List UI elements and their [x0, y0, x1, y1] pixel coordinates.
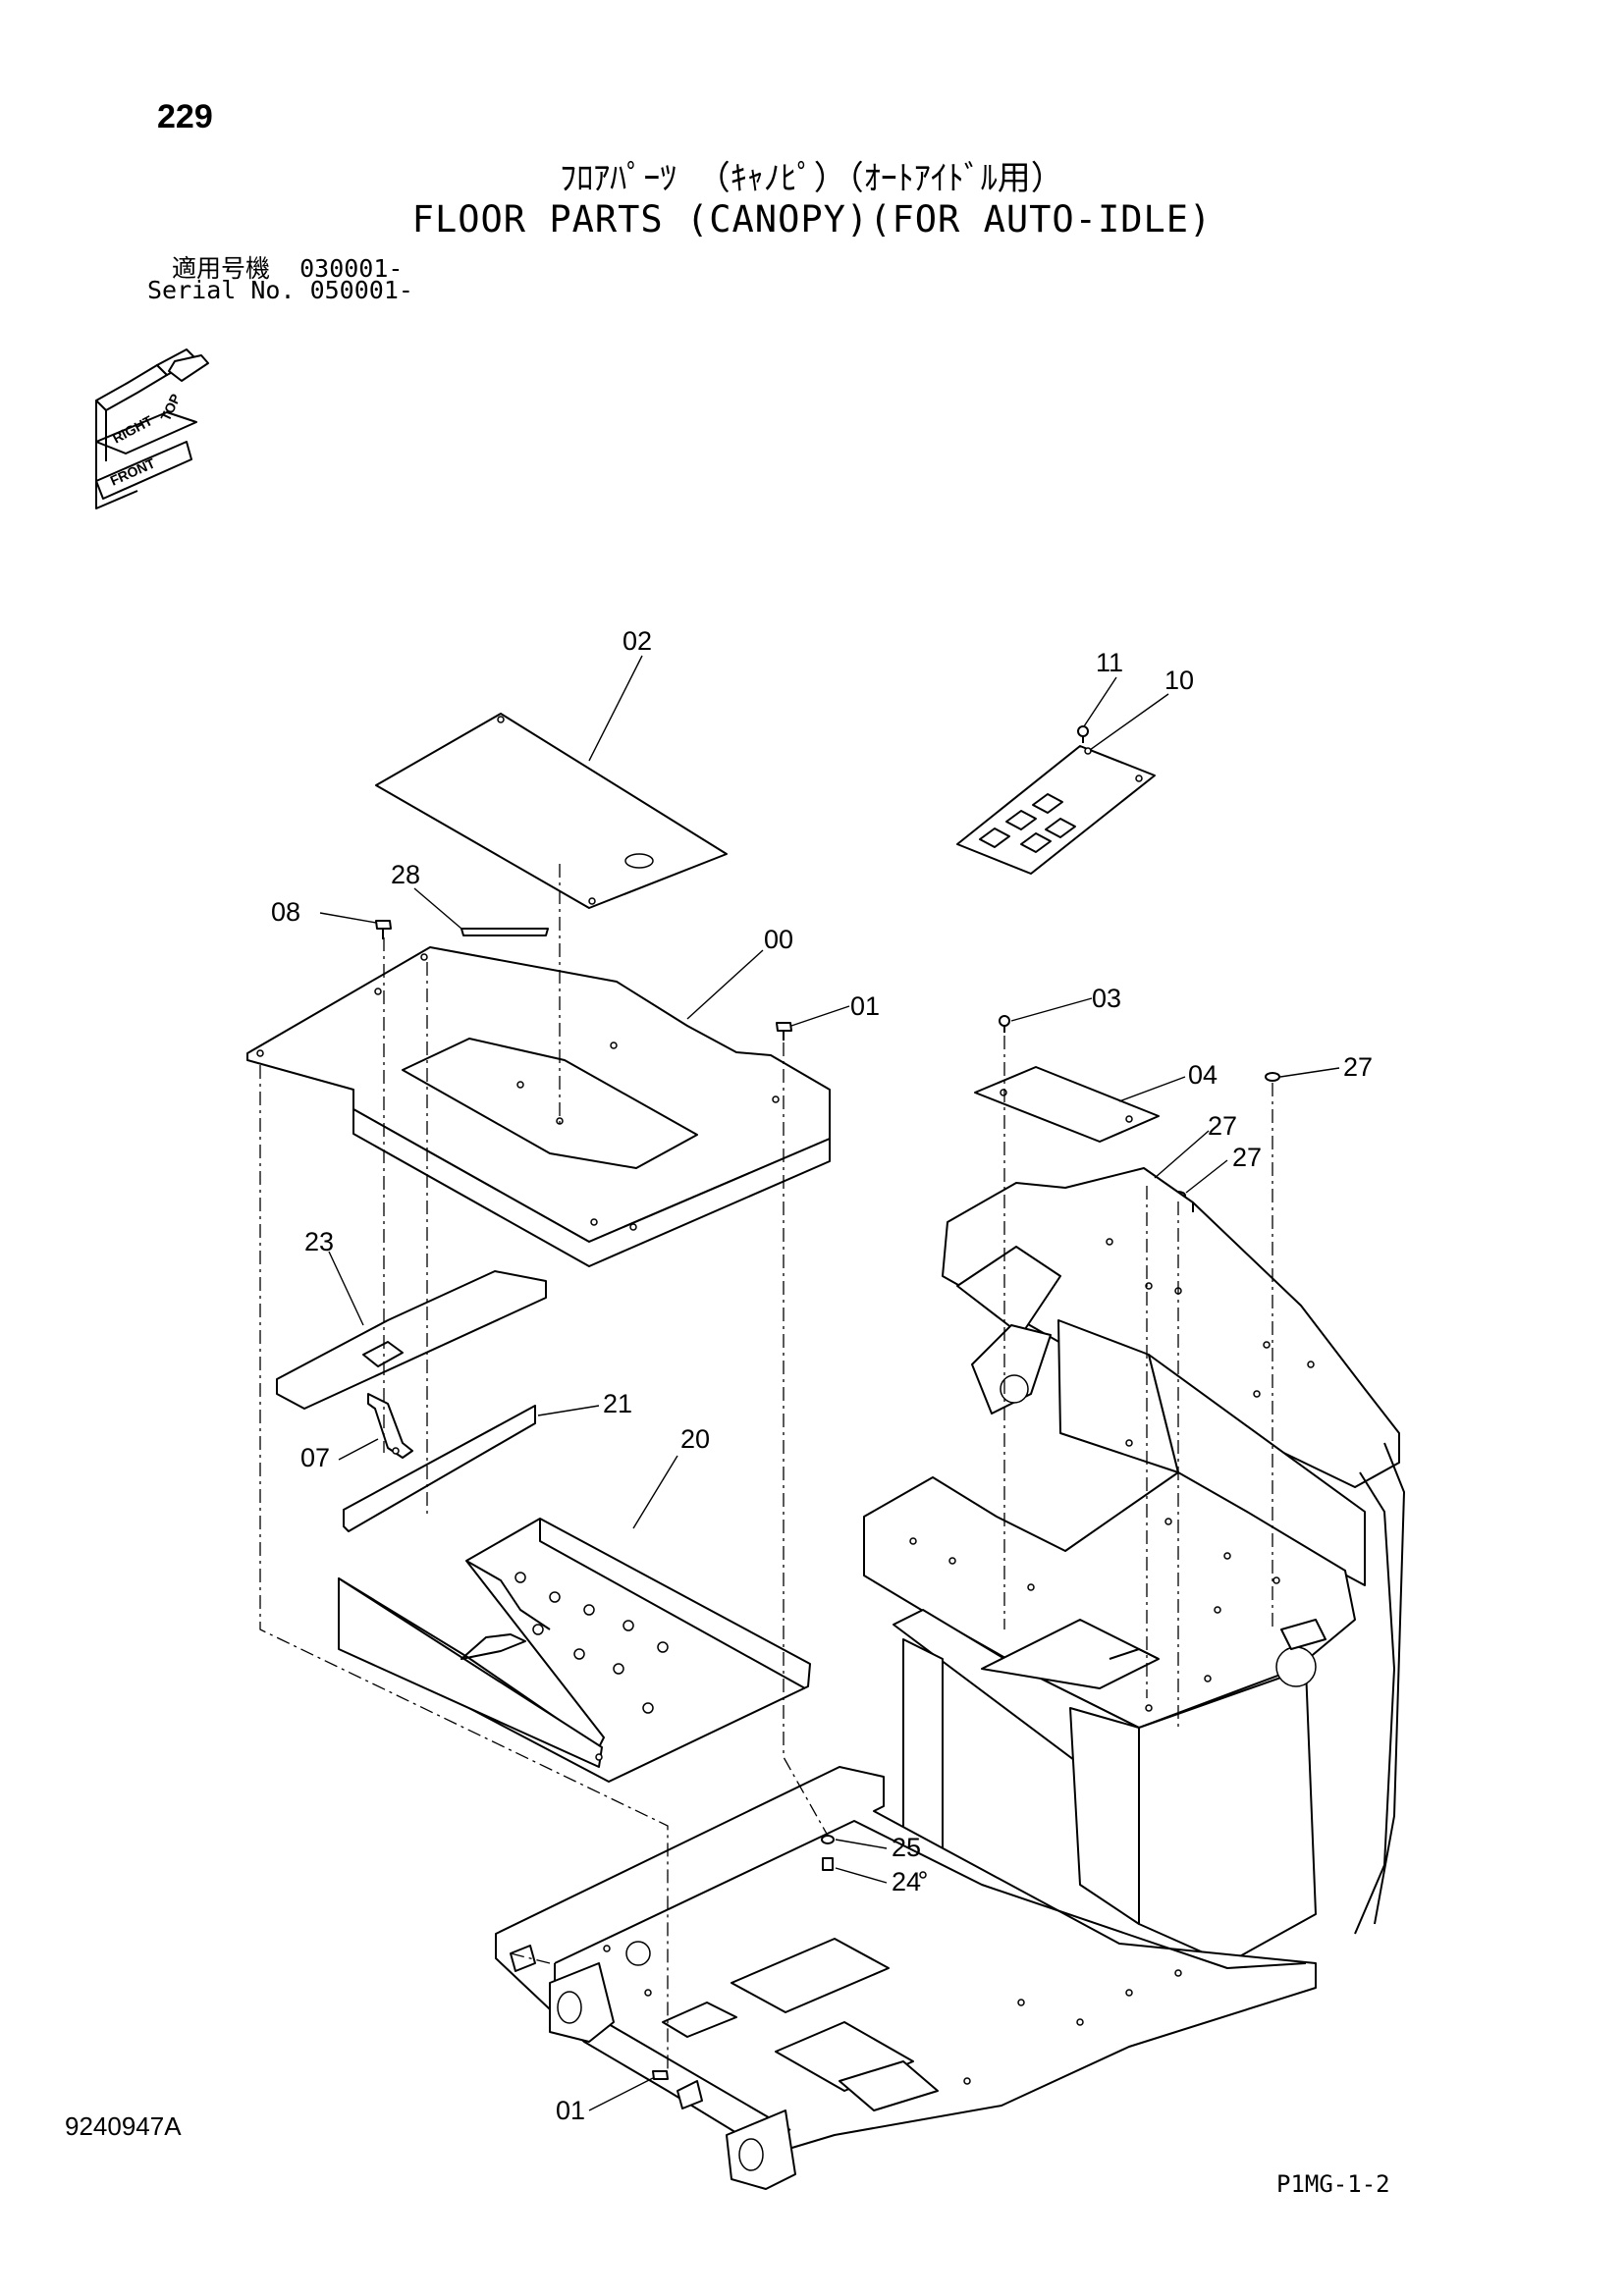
- callout-21: 21: [603, 1389, 633, 1418]
- callout-07: 07: [300, 1443, 331, 1472]
- page-number: 229: [157, 98, 213, 135]
- part-03-screw: [999, 1015, 1010, 1033]
- callout-23: 23: [304, 1227, 335, 1256]
- callout-02: 02: [623, 626, 653, 656]
- part-01-bolt-upper: [776, 1022, 792, 1041]
- part-23-plate: [276, 1270, 547, 1410]
- callout-28: 28: [391, 860, 421, 889]
- part-10-switch-panel: [956, 745, 1156, 875]
- callout-11: 11: [1096, 648, 1124, 677]
- part-24-bolt: [822, 1857, 834, 1871]
- callout-20: 20: [680, 1424, 711, 1454]
- callout-04: 04: [1188, 1060, 1218, 1090]
- document-number: 9240947A: [65, 2111, 182, 2141]
- part-04-cover: [974, 1066, 1160, 1143]
- title-japanese: ﾌﾛｱﾊﾟｰﾂ （ｷｬﾉﾋﾟ）（ｵｰﾄｱｲﾄﾞﾙ用）: [560, 159, 1064, 198]
- part-07-bracket: [367, 1393, 413, 1459]
- leader-lines: [319, 655, 1340, 2111]
- part-02-floor-mat: [375, 713, 728, 909]
- callout-27-a: 27: [1343, 1052, 1374, 1082]
- part-21-strip: [343, 1405, 536, 1532]
- alignment-lines: [259, 864, 1273, 2071]
- callout-24: 24: [892, 1867, 922, 1896]
- page-code: P1MG-1-2: [1276, 2170, 1390, 2198]
- callout-01-upper: 01: [850, 991, 881, 1021]
- callout-00: 00: [764, 925, 794, 954]
- part-27-grommet-a: [1265, 1072, 1280, 1082]
- part-11-screw: [1077, 725, 1089, 743]
- part-25-washer: [821, 1835, 835, 1844]
- callout-08: 08: [271, 897, 301, 927]
- title-english: FLOOR PARTS (CANOPY)(FOR AUTO-IDLE): [411, 198, 1213, 240]
- serial-range-japanese: 適用号機 030001-: [172, 254, 404, 283]
- callout-01-lower: 01: [556, 2096, 586, 2125]
- part-00-floor-plate: [246, 946, 831, 1267]
- callout-03: 03: [1092, 984, 1122, 1013]
- callout-25: 25: [892, 1833, 922, 1862]
- serial-range-english: Serial No. 050001-: [147, 276, 413, 304]
- base-frame: [495, 1766, 1317, 2190]
- part-20-pan: [338, 1518, 811, 1783]
- callout-10: 10: [1164, 666, 1195, 695]
- callout-27-c: 27: [1232, 1143, 1263, 1172]
- part-28-strip: [460, 928, 549, 936]
- orientation-icon: RIGHT TOP FRONT: [95, 348, 209, 509]
- canopy-frame: [863, 1167, 1405, 1964]
- part-01-bolt-lower: [652, 2070, 669, 2080]
- part-08-bolt: [375, 920, 392, 939]
- callout-27-b: 27: [1208, 1111, 1238, 1141]
